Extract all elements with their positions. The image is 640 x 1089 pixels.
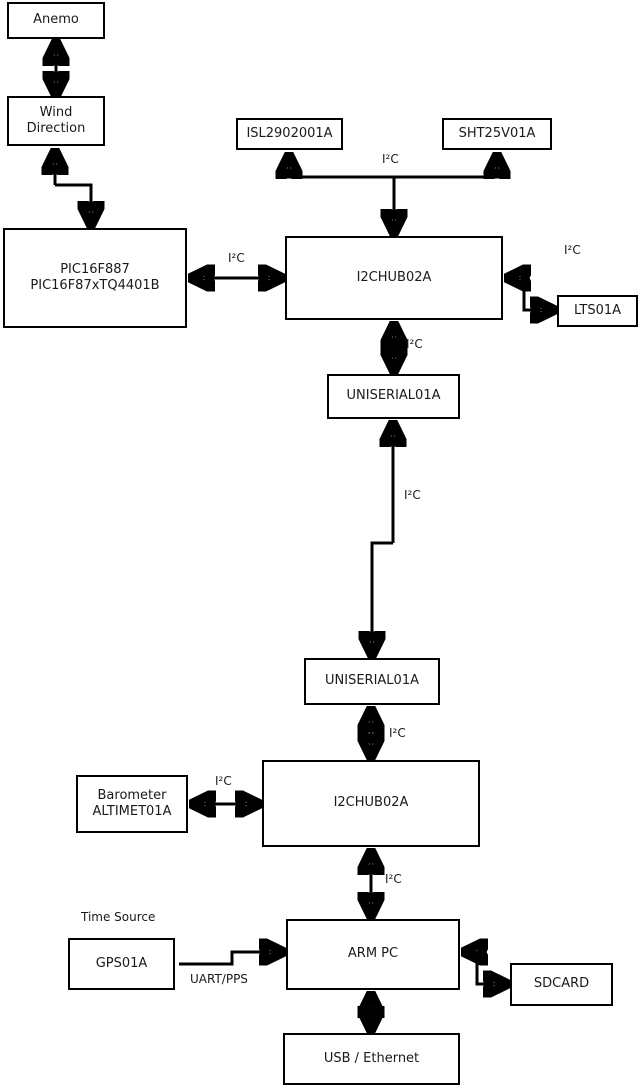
- node-label: ISL2902001A: [246, 125, 333, 141]
- node-sht25v01a[interactable]: SHT25V01A: [442, 118, 552, 150]
- node-barometer-altimet01a[interactable]: Barometer ALTIMET01A: [76, 775, 188, 833]
- edge-uniserial-uniserial: [372, 424, 393, 654]
- node-wind-direction[interactable]: Wind Direction: [7, 96, 105, 146]
- node-isl2902001a[interactable]: ISL2902001A: [236, 118, 343, 150]
- edge-label-barometer-hub: I²C: [215, 774, 232, 788]
- edge-label-hub-uniserial: I²C: [406, 337, 423, 351]
- node-label: Barometer ALTIMET01A: [92, 787, 172, 819]
- edge-label-time-source: Time Source: [81, 910, 156, 924]
- edge-label-hub-armpc: I²C: [385, 872, 402, 886]
- edge-armpc-sdcard: [465, 952, 506, 984]
- edge-wind-pic: [55, 152, 91, 224]
- node-label: USB / Ethernet: [323, 1050, 420, 1066]
- node-label: PIC16F887 PIC16F87xTQ4401B: [30, 261, 160, 293]
- node-label: LTS01A: [573, 302, 622, 318]
- edge-label-bus-top: I²C: [382, 152, 399, 166]
- edge-label-uart-pps: UART/PPS: [190, 972, 248, 986]
- node-i2chub02a-top[interactable]: I2CHUB02A: [285, 236, 503, 320]
- edge-label-pic-hub: I²C: [228, 251, 245, 265]
- node-gps01a[interactable]: GPS01A: [68, 938, 175, 990]
- node-pic-mcu[interactable]: PIC16F887 PIC16F87xTQ4401B: [3, 228, 187, 328]
- edge-hubtop-lts: [508, 278, 553, 310]
- edge-label-hub-lts: I²C: [564, 243, 581, 257]
- node-uniserial01a-lower[interactable]: UNISERIAL01A: [304, 658, 440, 705]
- edge-label-uniserial-uniserial: I²C: [404, 488, 421, 502]
- node-label: I2CHUB02A: [333, 795, 409, 811]
- edge-gps-armpc: [179, 952, 282, 966]
- edge-hubtop-bus: [289, 156, 497, 232]
- node-label: UNISERIAL01A: [346, 388, 441, 404]
- node-usb-ethernet[interactable]: USB / Ethernet: [283, 1033, 460, 1085]
- node-uniserial01a-upper[interactable]: UNISERIAL01A: [327, 374, 460, 419]
- node-label: GPS01A: [95, 955, 148, 971]
- node-sdcard[interactable]: SDCARD: [510, 963, 613, 1006]
- node-label: I2CHUB02A: [356, 269, 432, 285]
- edge-label-uniserial-hub-bottom: I²C: [389, 726, 406, 740]
- node-label: Wind Direction: [26, 104, 86, 136]
- node-arm-pc[interactable]: ARM PC: [286, 919, 460, 990]
- node-label: Anemo: [33, 12, 79, 28]
- node-label: UNISERIAL01A: [325, 673, 419, 689]
- node-lts01a[interactable]: LTS01A: [557, 295, 638, 327]
- node-i2chub02a-bottom[interactable]: I2CHUB02A: [262, 760, 480, 847]
- node-anemo[interactable]: Anemo: [7, 2, 105, 39]
- node-label: SHT25V01A: [458, 125, 536, 141]
- node-label: ARM PC: [347, 946, 399, 962]
- node-label: SDCARD: [533, 976, 590, 992]
